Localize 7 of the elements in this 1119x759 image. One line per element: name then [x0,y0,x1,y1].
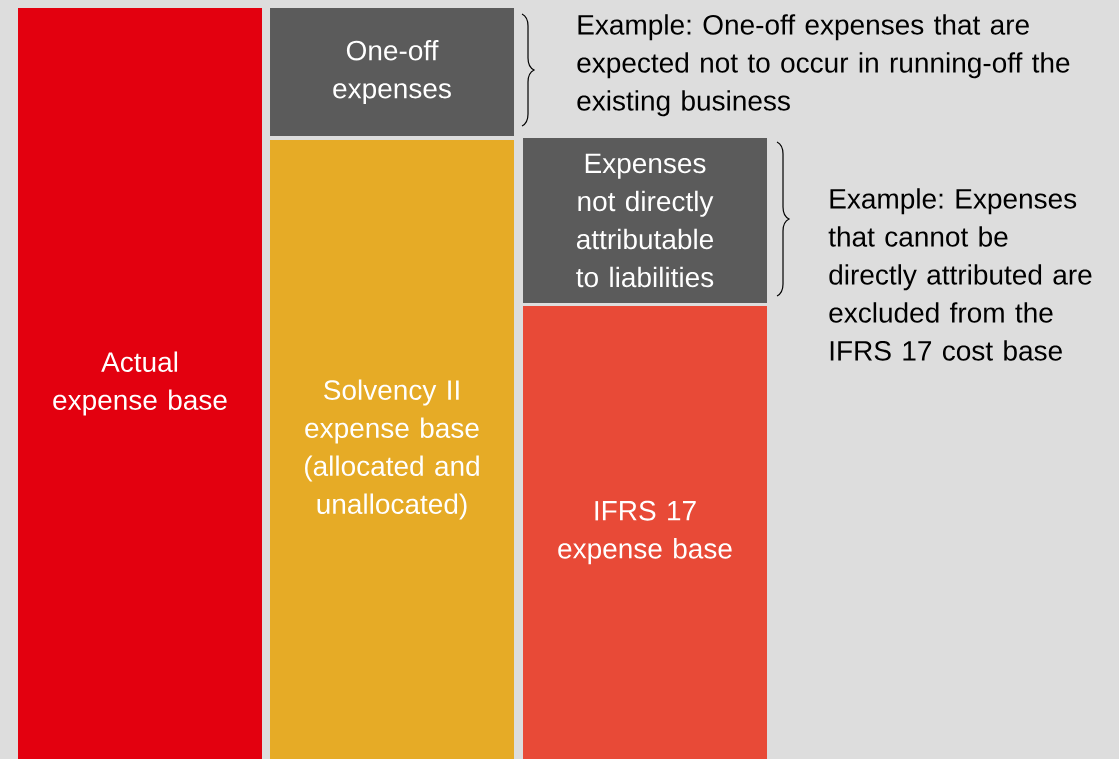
example-note: Example: One-off expenses that are expected not to occur in running-off the existing business [577,14,1070,117]
expense-bar: One-off expenses [270,8,514,136]
expense-bar: Expenses not directly attributable to liabilities [523,138,767,303]
example-note: Example: Expenses that cannot be directly attributed are excluded from the IFRS 17 cost base [828,188,1092,361]
expense-bar: Actual expense base [18,8,262,759]
expense-bar: Solvency II expense base (allocated and unallocated) [270,140,514,759]
expense-bar: IFRS 17 expense base [523,306,767,759]
